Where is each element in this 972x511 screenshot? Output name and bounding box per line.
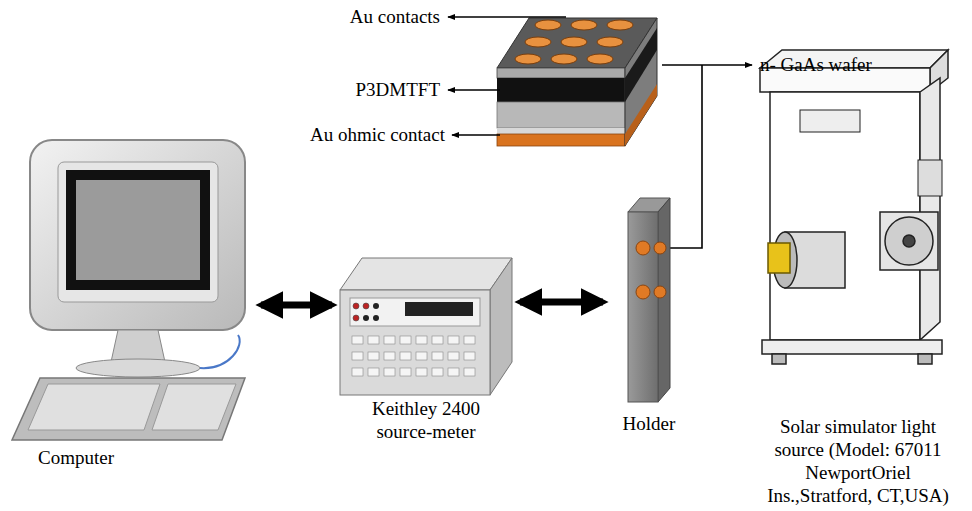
double-arrow bbox=[520, 299, 603, 306]
solar-simulator-picture bbox=[760, 50, 948, 364]
part-label: n- GaAs wafer bbox=[760, 53, 872, 76]
holder-picture bbox=[628, 198, 670, 402]
computer-picture bbox=[12, 140, 245, 440]
picture-node: Keithley 2400 source-meter bbox=[335, 252, 517, 445]
part-label: Au ohmic contact bbox=[310, 123, 445, 146]
device-stack bbox=[497, 18, 657, 146]
picture-node: Solar simulator light source (Model: 670… bbox=[748, 45, 968, 507]
node-caption: Holder bbox=[623, 412, 676, 435]
node-caption: Computer bbox=[38, 446, 114, 469]
picture-node: Holder bbox=[606, 195, 692, 435]
source-meter-picture bbox=[340, 258, 512, 395]
node-caption: Keithley 2400 source-meter bbox=[351, 397, 501, 443]
picture-node: Computer bbox=[18, 140, 258, 475]
part-label: Au contacts bbox=[350, 5, 440, 28]
part-label: P3DMTFT bbox=[356, 78, 440, 101]
node-caption: Solar simulator light source (Model: 670… bbox=[756, 415, 961, 507]
leader-lines bbox=[448, 17, 752, 248]
double-arrow bbox=[261, 302, 332, 309]
